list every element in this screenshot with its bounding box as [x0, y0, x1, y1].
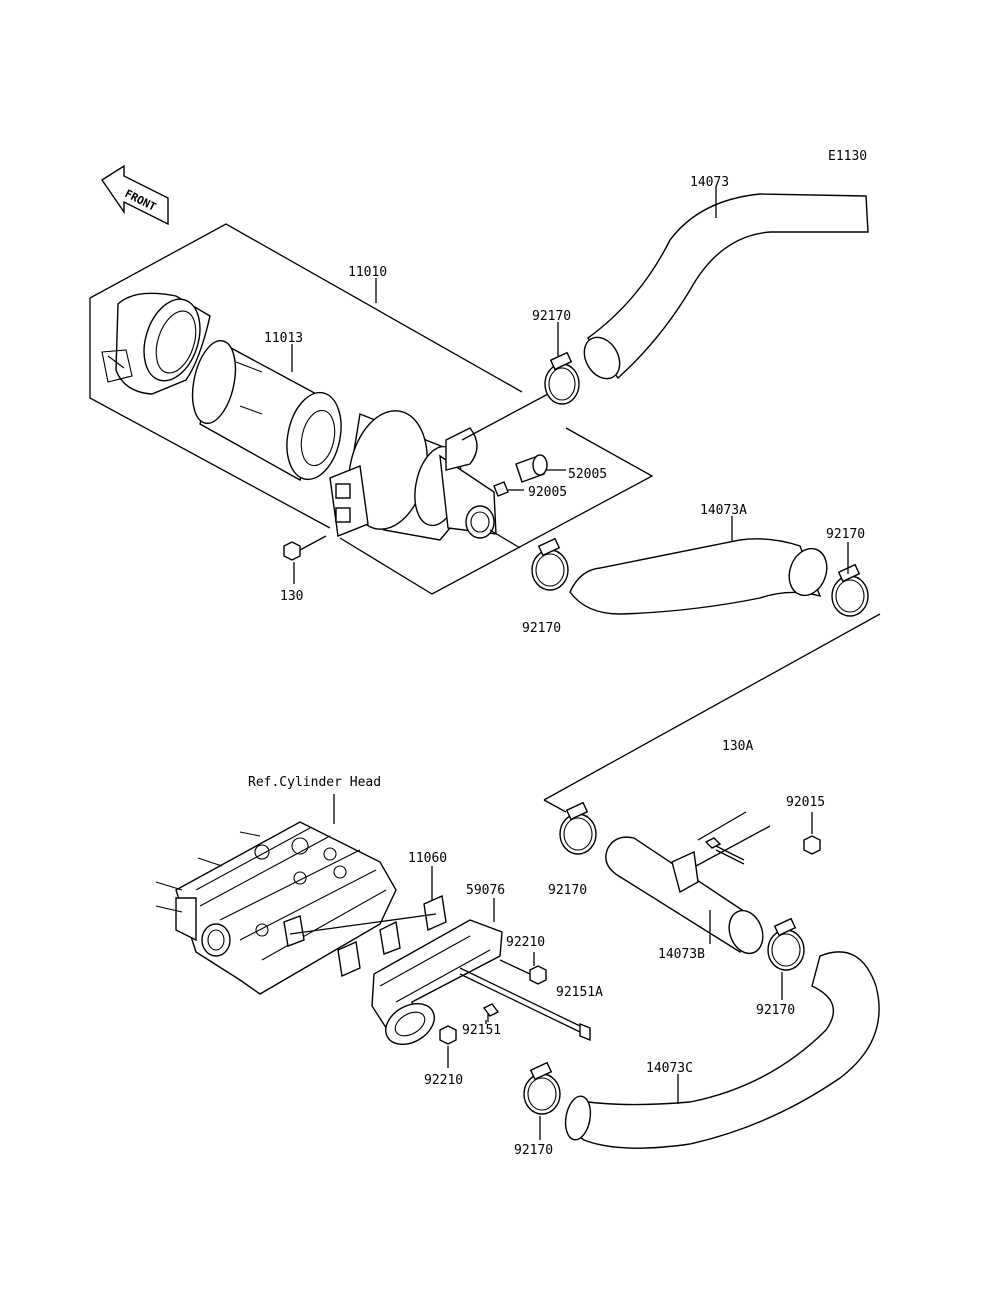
clamp-92170-bottom	[523, 1061, 561, 1115]
label-92170-lower-right: 92170	[756, 1003, 795, 1018]
label-14073b: 14073B	[658, 947, 705, 962]
label-92151: 92151	[462, 1023, 501, 1038]
label-92005: 92005	[528, 485, 567, 500]
air-cleaner-housing	[329, 410, 497, 541]
stud-92151	[482, 1003, 500, 1022]
bolt-130	[283, 535, 327, 561]
label-11010: 11010	[348, 265, 387, 280]
hose-14073a	[569, 538, 828, 615]
label-92210-lower: 92210	[424, 1073, 463, 1088]
label-130: 130	[280, 589, 303, 604]
cap-52005	[515, 454, 548, 483]
clamp-92170-right	[831, 563, 869, 617]
front-arrow-icon: FRONT	[101, 164, 169, 226]
connect-line-lower	[489, 529, 521, 549]
label-92151a: 92151A	[556, 985, 603, 1000]
connect-line-130a-tip	[543, 799, 567, 813]
clamp-92170-lower-left	[559, 801, 597, 855]
label-14073a: 14073A	[700, 503, 747, 518]
label-14073c: 14073C	[646, 1061, 693, 1076]
hose-14073	[583, 193, 869, 380]
clamp-92170-lower-right	[767, 917, 805, 971]
reference-note: Ref.Cylinder Head	[248, 775, 381, 790]
nut-92210-lower	[439, 1025, 457, 1045]
label-52005: 52005	[568, 467, 607, 482]
label-11013: 11013	[264, 331, 303, 346]
label-130a: 130A	[722, 739, 753, 754]
hose-14073c	[564, 951, 880, 1149]
connect-line-92210-right	[499, 959, 531, 975]
air-cleaner-cap	[101, 292, 211, 395]
group-outline-upper	[89, 223, 523, 393]
group-outline-left	[89, 298, 331, 529]
connect-line-92015	[695, 825, 771, 867]
cylinder-head	[155, 821, 397, 995]
label-92015: 92015	[786, 795, 825, 810]
label-92170-right: 92170	[826, 527, 865, 542]
clamp-92170-mid-left	[531, 537, 569, 591]
nut-92015	[803, 835, 821, 855]
label-59076: 59076	[466, 883, 505, 898]
label-92170-upper: 92170	[532, 309, 571, 324]
label-11060: 11060	[408, 851, 447, 866]
clamp-92170-upper	[544, 351, 580, 405]
gasket-11060	[283, 894, 447, 978]
air-filter-element	[191, 340, 342, 482]
leader-130a	[697, 811, 747, 841]
connect-line-130a	[543, 613, 881, 801]
label-14073: 14073	[690, 175, 729, 190]
hose-14073b	[605, 836, 764, 955]
manifold-59076	[371, 919, 503, 1045]
label-92210-right: 92210	[506, 935, 545, 950]
diagram-id: E1130	[828, 149, 867, 164]
nut-92210-right	[529, 965, 547, 985]
label-92170-bottom: 92170	[514, 1143, 553, 1158]
group-outline-lower	[339, 427, 654, 595]
label-92170-mid-left: 92170	[522, 621, 561, 636]
label-92170-lower-left: 92170	[548, 883, 587, 898]
stud-92151a	[459, 967, 591, 1042]
fitting-92005	[493, 481, 509, 497]
connect-line-upper	[461, 393, 549, 441]
